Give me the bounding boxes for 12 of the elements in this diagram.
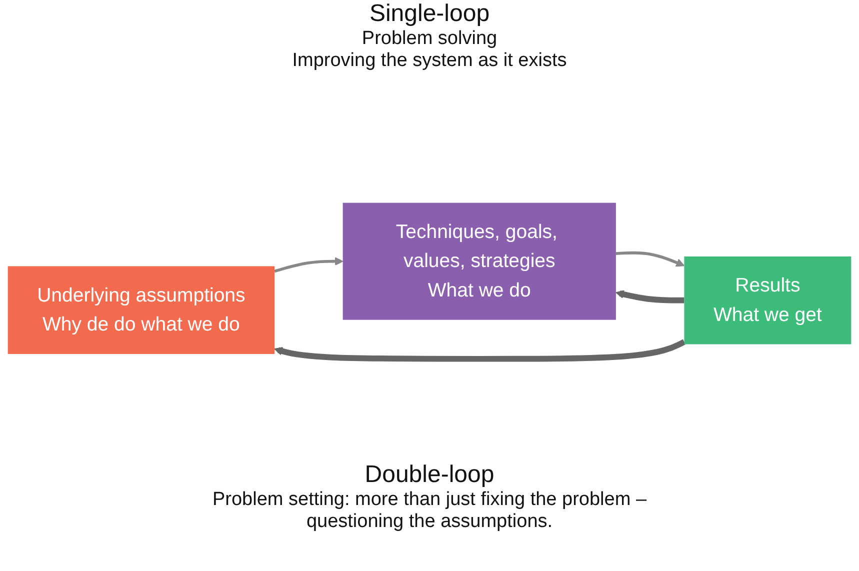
loop-description: Problem solving bbox=[362, 28, 498, 50]
arrow bbox=[616, 290, 684, 303]
node-box: Results What we get bbox=[684, 256, 852, 344]
loop-heading: Single-loop bbox=[369, 0, 490, 28]
loop-description: Improving the system as it exists bbox=[292, 50, 567, 72]
arrow bbox=[274, 338, 686, 362]
arrow bbox=[274, 256, 344, 272]
node-box: Techniques, goals, values, strategies What we do bbox=[342, 202, 616, 320]
loop-heading: Double-loop bbox=[364, 461, 494, 489]
node-box: Underlying assumptions Why de do what we do bbox=[8, 266, 275, 354]
loop-description: Problem setting: more than just fixing the problem – questioning the assumptions. bbox=[211, 489, 648, 533]
arrow bbox=[616, 251, 685, 266]
